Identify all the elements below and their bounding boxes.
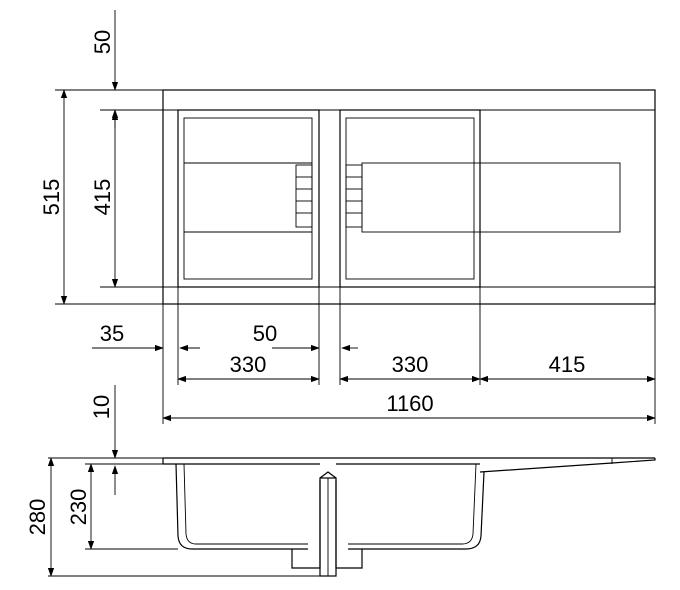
left-bowl-outer: [177, 109, 320, 288]
right-overflow-slots: [345, 164, 363, 228]
label-total-height: 280: [25, 499, 50, 536]
label-bowl-gap: 50: [253, 321, 277, 346]
label-overall-length: 1160: [386, 391, 433, 416]
side-view: [162, 457, 656, 577]
right-bowl-profile: [348, 471, 485, 550]
divider-cap: [319, 471, 337, 479]
drainer-profile: [479, 458, 656, 473]
left-bowl-inner: [183, 117, 313, 280]
left-overflow-slots: [295, 164, 313, 228]
sink-outline: [162, 89, 656, 305]
top-view: [162, 89, 656, 305]
label-bowl-depth: 415: [90, 179, 115, 216]
drainer-channel: [361, 162, 621, 233]
left-bowl-inner-profile: [183, 463, 308, 545]
label-bowl2-width: 330: [392, 352, 429, 377]
side-dimensions: 10 230 280: [25, 385, 320, 577]
label-bowl1-width: 330: [230, 352, 267, 377]
label-left-margin: 35: [100, 321, 124, 346]
left-bowl-profile: [175, 463, 308, 550]
label-bowl-height: 230: [66, 489, 91, 526]
label-top-offset: 50: [90, 30, 115, 54]
right-bowl-inner-profile: [348, 463, 477, 545]
top-dimensions: 50 515 415 35 50 330 330 415 1160: [39, 10, 656, 424]
label-rim-thickness: 10: [89, 395, 114, 419]
left-drain: [291, 480, 321, 569]
right-bowl-outer: [339, 109, 481, 288]
label-drainer-width: 415: [549, 352, 586, 377]
label-overall-depth: 515: [39, 179, 64, 216]
right-drain: [335, 480, 363, 569]
right-bowl-inner: [345, 117, 475, 280]
